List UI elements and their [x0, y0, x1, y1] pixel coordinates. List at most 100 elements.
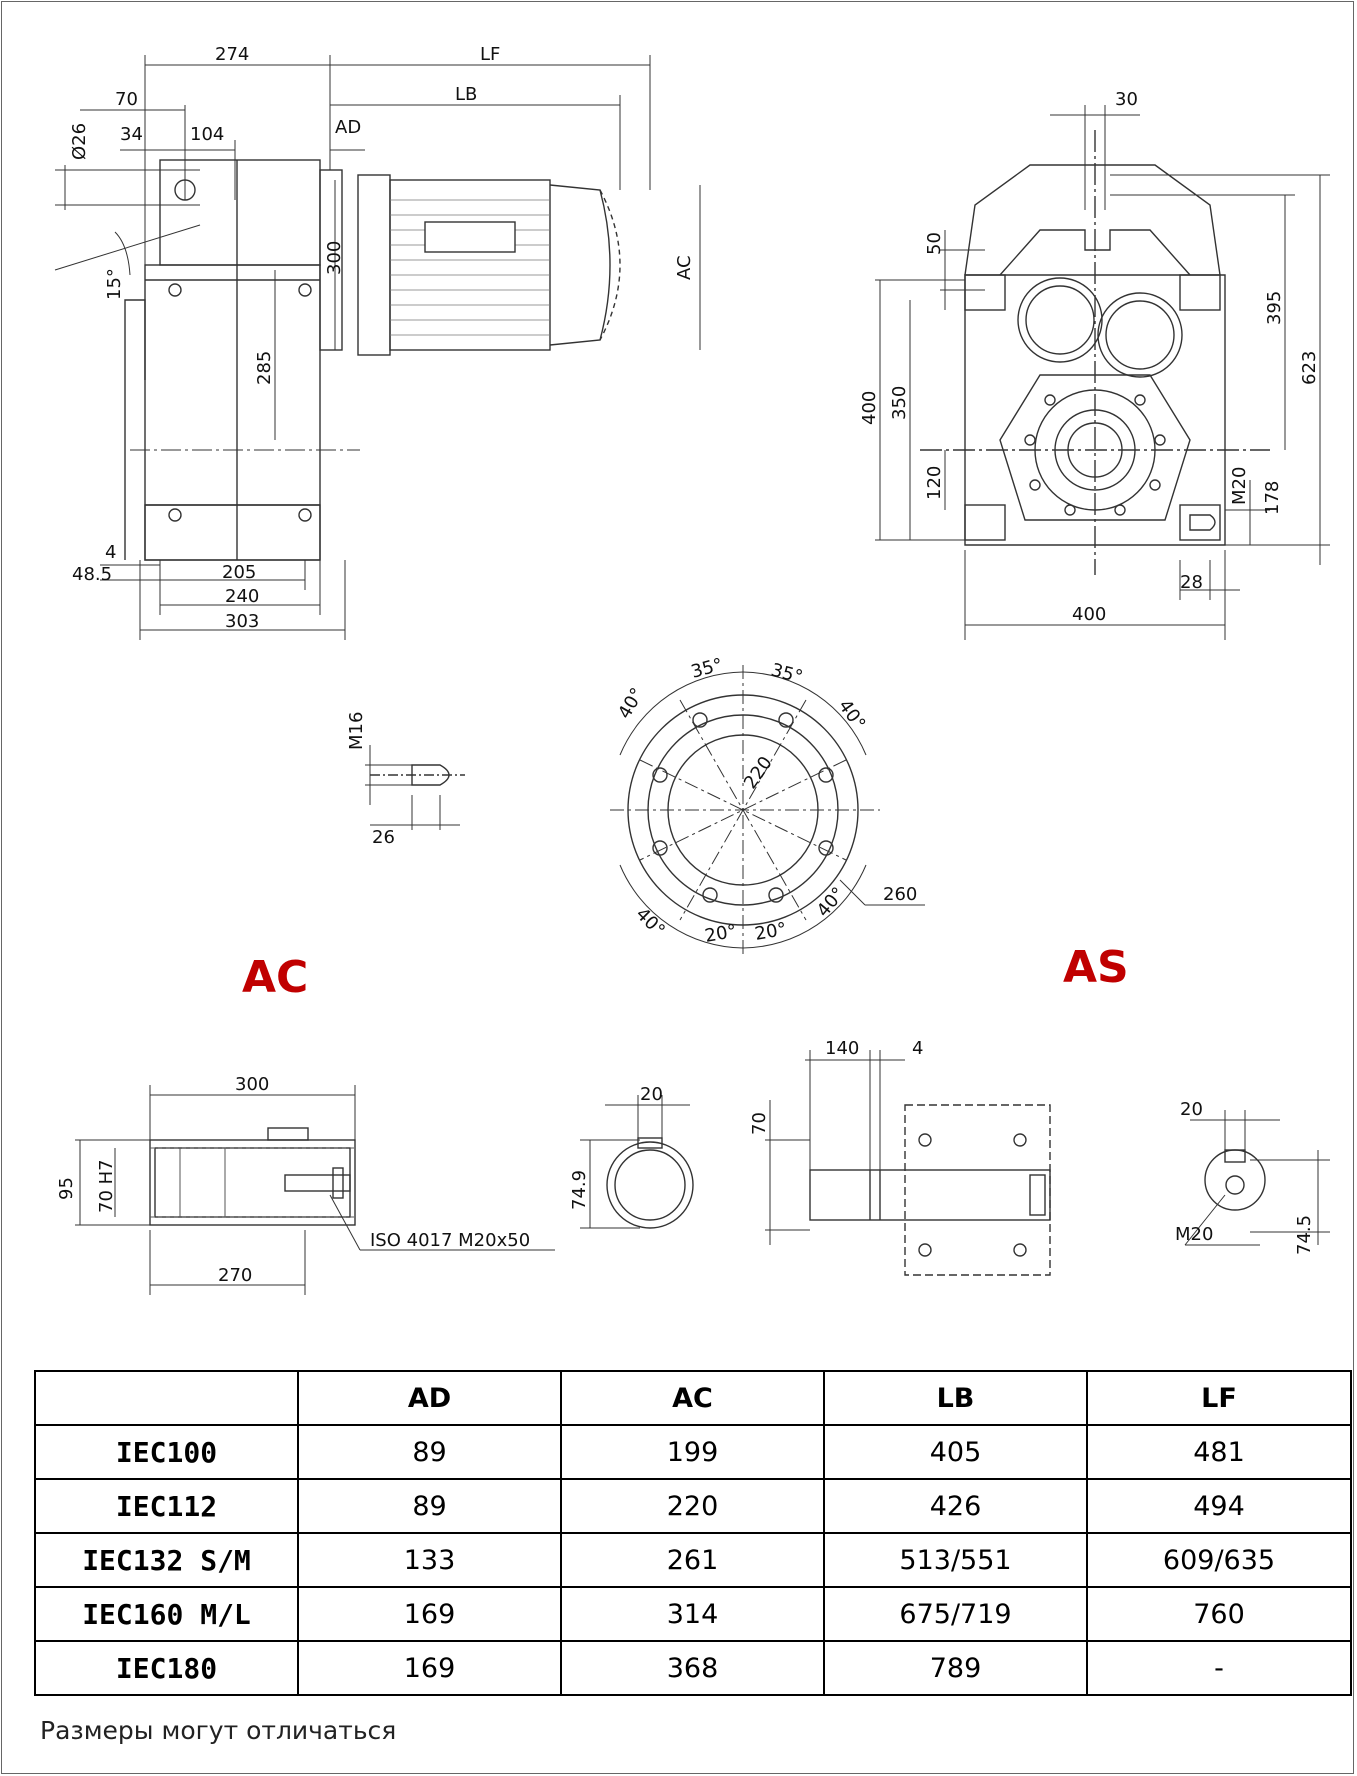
table-header-row: AD AC LB LF — [34, 1370, 1352, 1426]
iso-label: ISO 4017 M20x50 — [370, 1230, 530, 1251]
table-row-label: IEC160 M/L — [34, 1586, 299, 1642]
dim-70-side: 70 — [115, 89, 138, 110]
angle-20-right: 20° — [753, 919, 788, 945]
dim-20-bore: 20 — [640, 1084, 663, 1105]
dim-70-shaft: 70 — [749, 1112, 770, 1135]
front-view — [875, 105, 1330, 640]
table-cell: 494 — [1086, 1478, 1352, 1534]
dim-M16: M16 — [346, 712, 367, 750]
table-cell: 760 — [1086, 1586, 1352, 1642]
angle-40-top-left: 40° — [614, 684, 648, 722]
shaft-end-view — [1184, 1110, 1330, 1246]
dim-350: 350 — [889, 386, 910, 420]
dim-623: 623 — [1299, 351, 1320, 385]
table-cell: 169 — [297, 1640, 562, 1696]
flange-view — [610, 665, 925, 955]
table-cell: 481 — [1086, 1424, 1352, 1480]
dim-28: 28 — [1180, 572, 1203, 593]
table-header-cell: LF — [1086, 1370, 1352, 1426]
bolt-view — [365, 745, 465, 830]
table-cell: 789 — [823, 1640, 1088, 1696]
table-cell: 675/719 — [823, 1586, 1088, 1642]
dim-48-5: 48.5 — [72, 564, 112, 585]
dim-20-key: 20 — [1180, 1099, 1203, 1120]
dim-303: 303 — [225, 611, 259, 632]
footnote: Размеры могут отличаться — [40, 1716, 397, 1745]
angle-40-top-right: 40° — [834, 696, 870, 734]
table-row: IEC180 169 368 789 - — [34, 1640, 1352, 1696]
table-cell: 368 — [560, 1640, 825, 1696]
dim-AC-side: AC — [674, 255, 695, 280]
table-cell: 609/635 — [1086, 1532, 1352, 1588]
dim-diam-26: Ø26 — [69, 123, 90, 160]
dim-300-hollow: 300 — [235, 1074, 269, 1095]
dim-95: 95 — [56, 1177, 77, 1200]
table-row-label: IEC132 S/M — [34, 1532, 299, 1588]
dim-M20-front: M20 — [1229, 467, 1250, 505]
dim-15deg: 15° — [104, 268, 125, 300]
dim-260: 260 — [883, 884, 917, 905]
dim-274: 274 — [215, 44, 249, 65]
table-cell: 220 — [560, 1478, 825, 1534]
dim-400-horizontal: 400 — [1072, 604, 1106, 625]
angle-40-bottom-right: 40° — [813, 883, 850, 921]
dim-395: 395 — [1264, 291, 1285, 325]
angle-40-bottom-left: 40° — [631, 904, 668, 941]
table-header-cell: LB — [823, 1370, 1088, 1426]
angle-20-left: 20° — [703, 921, 738, 947]
table-row: IEC112 89 220 426 494 — [34, 1478, 1352, 1534]
title-as: AS — [1063, 942, 1129, 993]
dim-220: 220 — [740, 753, 777, 793]
hollow-shaft-view — [75, 1085, 555, 1295]
table-cell: 405 — [823, 1424, 1088, 1480]
dim-300-side: 300 — [324, 241, 345, 275]
solid-shaft-view — [765, 1050, 1051, 1276]
dim-104: 104 — [190, 124, 224, 145]
table-cell: 314 — [560, 1586, 825, 1642]
table-header-cell: AD — [297, 1370, 562, 1426]
keyed-bore-view — [580, 1095, 694, 1229]
dim-70-H7: 70 H7 — [96, 1159, 117, 1213]
dim-LB: LB — [455, 84, 477, 105]
dim-120: 120 — [924, 466, 945, 500]
dim-4-shaft: 4 — [912, 1038, 923, 1059]
dim-LF: LF — [480, 44, 500, 65]
dim-285: 285 — [254, 351, 275, 385]
dim-178: 178 — [1262, 481, 1283, 515]
dim-74-9: 74.9 — [569, 1170, 590, 1210]
dim-4-side: 4 — [105, 542, 116, 563]
dim-50: 50 — [924, 232, 945, 255]
dim-270: 270 — [218, 1265, 252, 1286]
table-cell: 169 — [297, 1586, 562, 1642]
table-cell: 89 — [297, 1424, 562, 1480]
dim-M20-key: M20 — [1175, 1224, 1213, 1245]
angle-35-left: 35° — [689, 654, 725, 683]
table-row: IEC132 S/M 133 261 513/551 609/635 — [34, 1532, 1352, 1588]
table-row-label: IEC100 — [34, 1424, 299, 1480]
dim-26-bolt: 26 — [372, 827, 395, 848]
side-view — [54, 55, 701, 640]
table-header-cell: AC — [560, 1370, 825, 1426]
dim-74-5: 74.5 — [1294, 1215, 1315, 1255]
table-cell: 261 — [560, 1532, 825, 1588]
table-row: IEC100 89 199 405 481 — [34, 1424, 1352, 1480]
dim-30-front: 30 — [1115, 89, 1138, 110]
table-cell: 199 — [560, 1424, 825, 1480]
title-ac: AC — [242, 952, 309, 1003]
angle-35-right: 35° — [769, 660, 805, 689]
dim-140: 140 — [825, 1038, 859, 1059]
table-cell: 426 — [823, 1478, 1088, 1534]
dimensions-table: AD AC LB LF IEC100 89 199 405 481 IEC112… — [34, 1370, 1352, 1696]
dim-240: 240 — [225, 586, 259, 607]
table-cell: 133 — [297, 1532, 562, 1588]
table-cell: - — [1086, 1640, 1352, 1696]
table-row: IEC160 M/L 169 314 675/719 760 — [34, 1586, 1352, 1642]
dim-34: 34 — [120, 124, 143, 145]
dim-205: 205 — [222, 562, 256, 583]
dim-AD: AD — [335, 117, 361, 138]
table-cell: 89 — [297, 1478, 562, 1534]
table-header-cell — [34, 1370, 299, 1426]
dim-400-vertical: 400 — [859, 391, 880, 425]
